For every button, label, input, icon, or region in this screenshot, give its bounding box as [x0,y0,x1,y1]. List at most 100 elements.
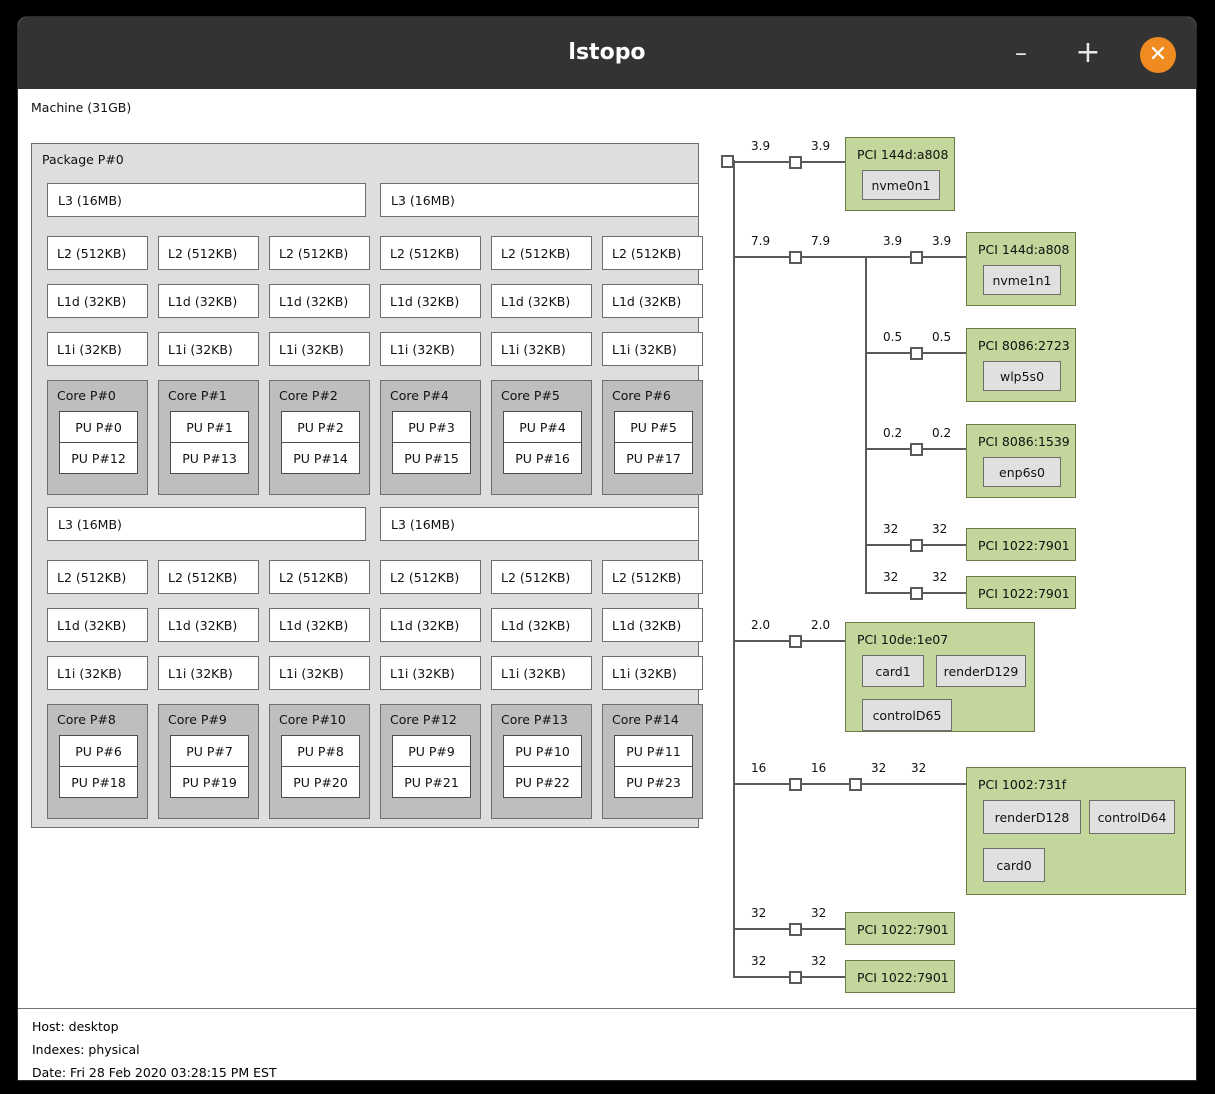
l2-cache-box[interactable]: L2 (512KB) [47,236,148,270]
l1d-cache-box[interactable]: L1d (32KB) [269,608,370,642]
pci-device-box[interactable]: PCI 1022:7901 [966,528,1076,561]
l2-cache-box[interactable]: L2 (512KB) [158,560,259,594]
l2-cache-box[interactable]: L2 (512KB) [47,560,148,594]
l2-cache-box[interactable]: L2 (512KB) [491,236,592,270]
l1i-cache-box[interactable]: L1i (32KB) [491,656,592,690]
pu-box[interactable]: PU P#17 [614,442,693,474]
os-device-box[interactable]: controlD65 [862,699,952,731]
l2-cache-box[interactable]: L2 (512KB) [158,236,259,270]
bridge-node[interactable] [789,251,802,264]
os-device-box[interactable]: renderD129 [936,655,1026,687]
pu-box[interactable]: PU P#22 [503,766,582,798]
pci-device-box[interactable]: PCI 1022:7901 [845,912,955,945]
l1d-cache-box[interactable]: L1d (32KB) [380,284,481,318]
l1i-cache-box[interactable]: L1i (32KB) [158,656,259,690]
bridge-node[interactable] [849,778,862,791]
l1d-cache-box[interactable]: L1d (32KB) [47,608,148,642]
os-device-box[interactable]: enp6s0 [983,457,1061,487]
pu-box[interactable]: PU P#8 [281,735,360,767]
l1i-cache-box[interactable]: L1i (32KB) [380,332,481,366]
pu-box[interactable]: PU P#23 [614,766,693,798]
l1d-cache-box[interactable]: L1d (32KB) [158,608,259,642]
bridge-node[interactable] [789,923,802,936]
l1i-cache-box[interactable]: L1i (32KB) [602,332,703,366]
l3-cache-box[interactable]: L3 (16MB) [380,507,699,541]
pu-box[interactable]: PU P#4 [503,411,582,443]
pu-box[interactable]: PU P#20 [281,766,360,798]
pu-box[interactable]: PU P#5 [614,411,693,443]
bridge-node[interactable] [910,347,923,360]
l3-cache-box[interactable]: L3 (16MB) [47,507,366,541]
l1i-cache-box[interactable]: L1i (32KB) [491,332,592,366]
pu-box[interactable]: PU P#2 [281,411,360,443]
l2-cache-box[interactable]: L2 (512KB) [380,236,481,270]
pu-box[interactable]: PU P#0 [59,411,138,443]
bridge-node[interactable] [910,251,923,264]
bridge-node[interactable] [789,971,802,984]
pu-box[interactable]: PU P#13 [170,442,249,474]
pu-box[interactable]: PU P#16 [503,442,582,474]
l1d-cache-box[interactable]: L1d (32KB) [269,284,370,318]
os-device-box[interactable]: nvme1n1 [983,265,1061,295]
minimize-button[interactable]: – [1015,39,1027,67]
bridge-node[interactable] [789,635,802,648]
pu-box[interactable]: PU P#18 [59,766,138,798]
bridge-node[interactable] [910,539,923,552]
pu-box[interactable]: PU P#10 [503,735,582,767]
l2-cache-box[interactable]: L2 (512KB) [491,560,592,594]
bridge-node[interactable] [789,778,802,791]
l3-cache-box[interactable]: L3 (16MB) [47,183,366,217]
maximize-button[interactable]: + [1075,35,1101,70]
os-device-box[interactable]: wlp5s0 [983,361,1061,391]
pci-device-box[interactable]: PCI 1022:7901 [966,576,1076,609]
l1d-cache-box[interactable]: L1d (32KB) [491,284,592,318]
pu-box[interactable]: PU P#14 [281,442,360,474]
pci-device-box[interactable]: PCI 1022:7901 [845,960,955,993]
os-device-box[interactable]: renderD128 [983,800,1081,834]
pu-box[interactable]: PU P#11 [614,735,693,767]
l1d-cache-box[interactable]: L1d (32KB) [602,608,703,642]
os-device-box[interactable]: controlD64 [1089,800,1175,834]
l1d-cache-box[interactable]: L1d (32KB) [380,608,481,642]
bridge-node[interactable] [789,156,802,169]
pu-box[interactable]: PU P#7 [170,735,249,767]
bridge-node[interactable] [910,587,923,600]
l1i-cache-box[interactable]: L1i (32KB) [602,656,703,690]
pu-box[interactable]: PU P#1 [170,411,249,443]
l2-cache-box[interactable]: L2 (512KB) [602,560,703,594]
l2-cache-box[interactable]: L2 (512KB) [602,236,703,270]
pu-box[interactable]: PU P#3 [392,411,471,443]
os-device-box[interactable]: nvme0n1 [862,170,940,200]
os-device-box[interactable]: card0 [983,848,1045,882]
l1d-cache-box[interactable]: L1d (32KB) [47,284,148,318]
pu-box[interactable]: PU P#15 [392,442,471,474]
bridge-node[interactable] [910,443,923,456]
pu-box[interactable]: PU P#12 [59,442,138,474]
l3-cache-box[interactable]: L3 (16MB) [380,183,699,217]
l1d-cache-box[interactable]: L1d (32KB) [158,284,259,318]
l1d-cache-box[interactable]: L1d (32KB) [491,608,592,642]
l2-cache-box[interactable]: L2 (512KB) [380,560,481,594]
pu-box[interactable]: PU P#19 [170,766,249,798]
l1i-cache-box[interactable]: L1i (32KB) [158,332,259,366]
l1i-cache-box[interactable]: L1i (32KB) [380,656,481,690]
l2-cache-box[interactable]: L2 (512KB) [269,560,370,594]
pu-box[interactable]: PU P#21 [392,766,471,798]
l1i-cache-box[interactable]: L1i (32KB) [47,332,148,366]
